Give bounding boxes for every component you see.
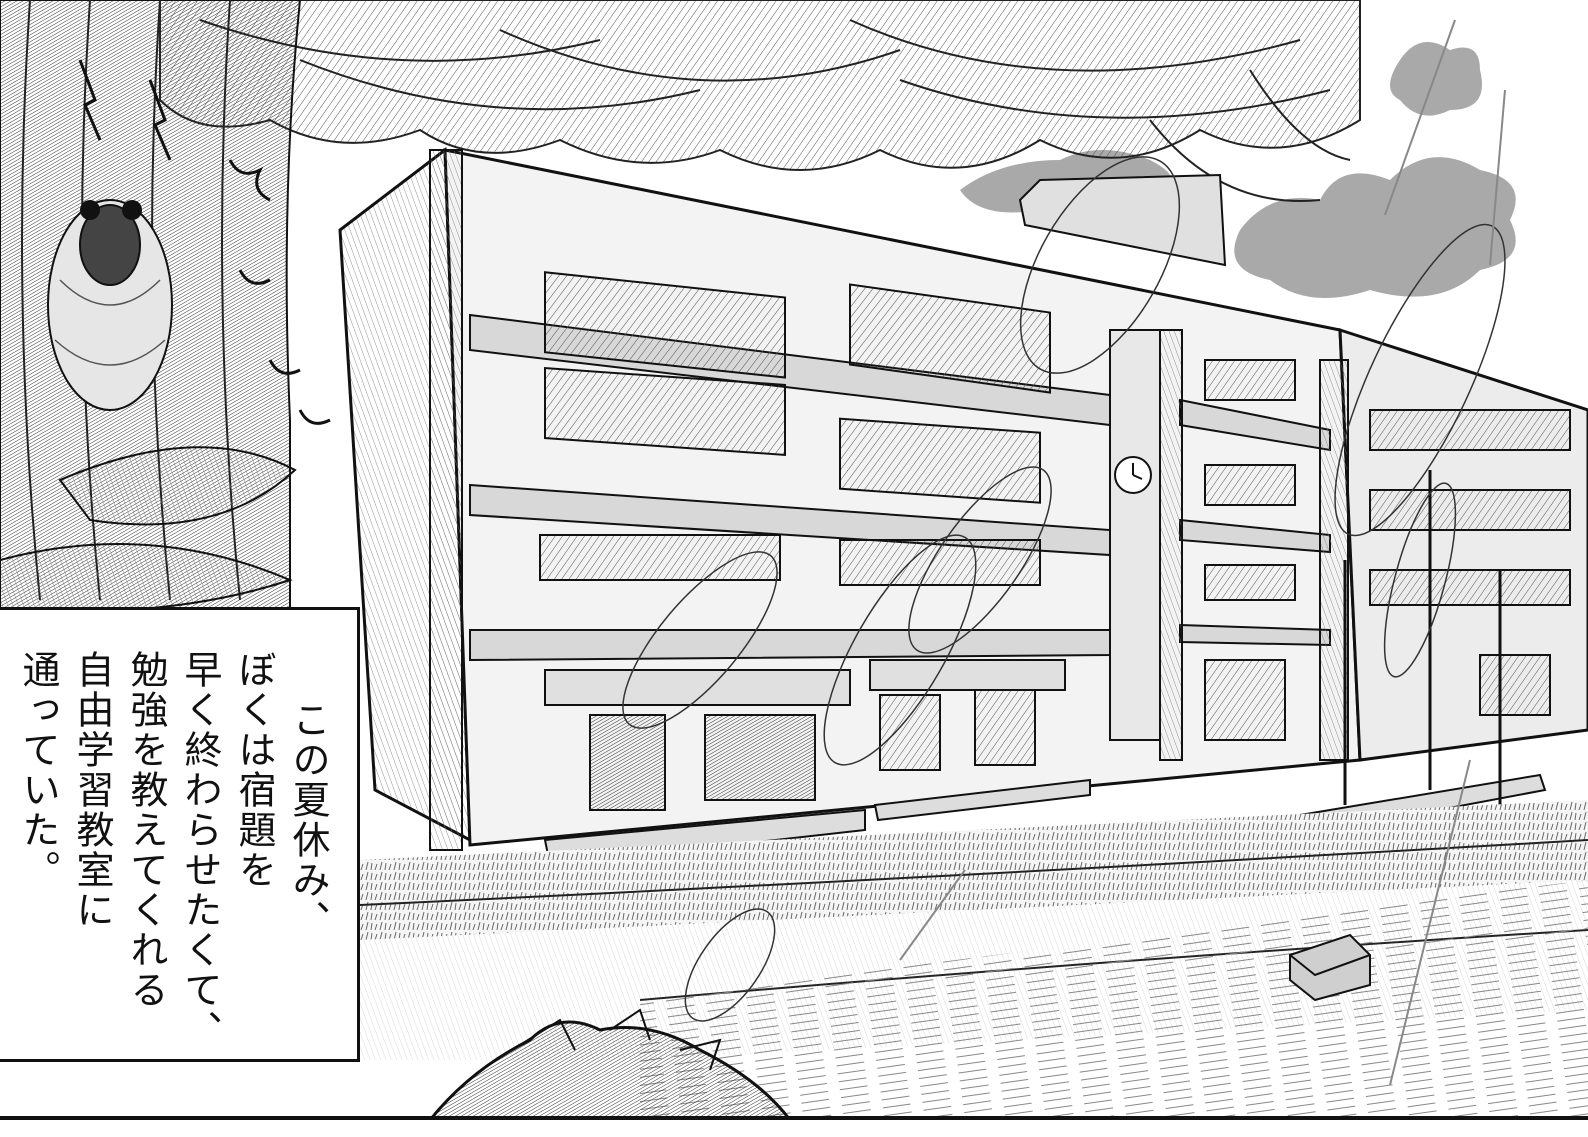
- tree-foliage: [159, 0, 1361, 202]
- lunch-box-icon: [1289, 933, 1371, 1002]
- school-building: [338, 147, 1588, 867]
- speed-lines: [899, 19, 1506, 1086]
- caption-line-1: この夏休み、: [286, 700, 330, 940]
- caption-line-5: 自由学習教室に: [70, 650, 114, 930]
- caption-line-6: 通っていた。: [16, 650, 60, 890]
- boy-head: [426, 1008, 794, 1122]
- caption-line-3: 早く終わらせたくて、: [178, 650, 222, 1050]
- sound-effect-marks: [78, 59, 331, 425]
- panel-gutter: [0, 1120, 1588, 1137]
- panel-border: [0, 1116, 1588, 1120]
- narration-text: この夏休み、 ぼくは宿題を 早く終わらせたくて、 勉強を教えてくれる 自由学習教…: [11, 650, 335, 1050]
- caption-line-2: ぼくは宿題を: [232, 650, 276, 890]
- wind-swirls: [622, 156, 1506, 1022]
- cicada-icon: [47, 199, 173, 411]
- caption-line-4: 勉強を教えてくれる: [124, 650, 168, 1010]
- narration-caption-box: この夏休み、 ぼくは宿題を 早く終わらせたくて、 勉強を教えてくれる 自由学習教…: [0, 607, 360, 1062]
- foreground-leaves: [0, 446, 297, 613]
